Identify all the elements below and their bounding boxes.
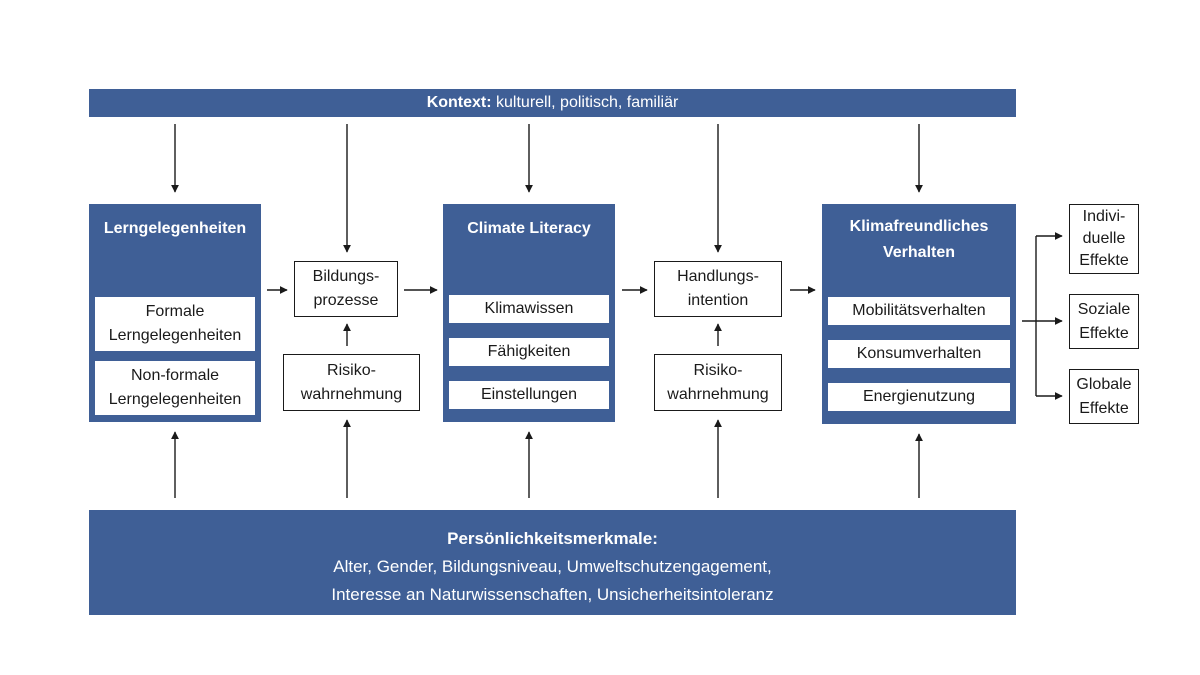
climate-literacy-panel: Climate Literacy Klimawissen Fähigkeiten… — [443, 204, 615, 422]
globale-line-1: Globale — [1076, 375, 1132, 393]
risikowahrnehmung-box-1: Risiko- wahrnehmung — [283, 354, 420, 411]
handlungsintention-line-2: intention — [687, 292, 749, 309]
lerngelegenheiten-panel: Lerngelegenheiten Formale Lerngelegenhei… — [89, 204, 261, 422]
faehigkeiten-label: Fähigkeiten — [487, 343, 571, 360]
einstellungen-label: Einstellungen — [480, 386, 578, 403]
bildungsprozesse-box: Bildungs- prozesse — [294, 261, 398, 317]
persoenlichkeitsmerkmale-line-1: Alter, Gender, Bildungsniveau, Umweltsch… — [333, 557, 772, 576]
faehigkeiten-box: Fähigkeiten — [449, 338, 609, 366]
non-formale-lerngelegenheiten-box: Non-formale Lerngelegenheiten — [95, 361, 255, 415]
persoenlichkeitsmerkmale-band: Persönlichkeitsmerkmale: Alter, Gender, … — [89, 510, 1016, 615]
klimawissen-box: Klimawissen — [449, 295, 609, 323]
risiko1-line-1: Risiko- — [327, 361, 376, 379]
formale-line-2: Lerngelegenheiten — [108, 327, 242, 344]
globale-effekte-box: Globale Effekte — [1069, 369, 1139, 424]
verhalten-title-line-2: Verhalten — [882, 244, 956, 261]
persoenlichkeitsmerkmale-line-2: Interesse an Naturwissenschaften, Unsich… — [331, 585, 774, 604]
handlungsintention-line-1: Handlungs- — [677, 268, 759, 285]
risikowahrnehmung-box-2: Risiko- wahrnehmung — [654, 354, 782, 411]
soziale-line-2: Effekte — [1079, 324, 1129, 342]
formale-lerngelegenheiten-box: Formale Lerngelegenheiten — [95, 297, 255, 351]
individuelle-line-3: Effekte — [1079, 252, 1129, 269]
verhalten-title: Klimafreundliches Verhalten — [822, 214, 1016, 266]
handlungsintention-box: Handlungs- intention — [654, 261, 782, 317]
individuelle-line-1: Indivi- — [1082, 208, 1126, 225]
energienutzung-box: Energienutzung — [828, 383, 1010, 411]
verhalten-title-line-1: Klimafreundliches — [849, 218, 989, 235]
mobilitaetsverhalten-label: Mobilitätsverhalten — [852, 302, 986, 319]
individuelle-line-2: duelle — [1082, 230, 1126, 247]
non-formale-line-2: Lerngelegenheiten — [108, 391, 242, 408]
konsumverhalten-box: Konsumverhalten — [828, 340, 1010, 368]
globale-line-2: Effekte — [1079, 399, 1129, 417]
bildungsprozesse-line-2: prozesse — [313, 292, 379, 309]
klimawissen-label: Klimawissen — [484, 300, 574, 317]
risiko1-line-2: wahrnehmung — [300, 385, 403, 403]
individuelle-effekte-box: Indivi- duelle Effekte — [1069, 204, 1139, 274]
soziale-effekte-box: Soziale Effekte — [1069, 294, 1139, 349]
non-formale-line-1: Non-formale — [130, 367, 220, 384]
einstellungen-box: Einstellungen — [449, 381, 609, 409]
persoenlichkeitsmerkmale-title: Persönlichkeitsmerkmale: — [447, 529, 658, 548]
verhalten-panel: Klimafreundliches Verhalten Mobilitätsve… — [822, 204, 1016, 424]
context-label: Kontext: — [426, 94, 492, 111]
mobilitaetsverhalten-box: Mobilitätsverhalten — [828, 297, 1010, 325]
konsumverhalten-label: Konsumverhalten — [856, 345, 982, 362]
bildungsprozesse-line-1: Bildungs- — [312, 268, 380, 285]
context-band: Kontext: kulturell, politisch, familiär — [89, 89, 1016, 117]
energienutzung-label: Energienutzung — [862, 388, 976, 405]
soziale-line-1: Soziale — [1077, 300, 1131, 318]
formale-line-1: Formale — [145, 303, 205, 320]
lerngelegenheiten-title: Lerngelegenheiten — [103, 220, 247, 237]
risiko2-line-1: Risiko- — [693, 361, 743, 379]
climate-literacy-title: Climate Literacy — [467, 220, 591, 237]
risiko2-line-2: wahrnehmung — [667, 385, 769, 403]
context-text: kulturell, politisch, familiär — [491, 94, 679, 111]
